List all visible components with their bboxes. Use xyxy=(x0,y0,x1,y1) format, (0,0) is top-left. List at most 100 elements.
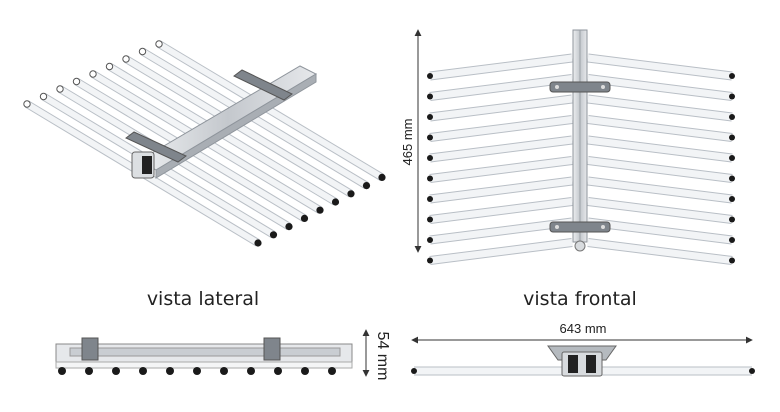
side-bracket-right xyxy=(263,337,281,361)
iso-rod-cap xyxy=(316,206,324,214)
front-knob xyxy=(574,240,586,252)
top-rod-cap xyxy=(411,368,417,374)
front-rod-cap xyxy=(427,155,433,161)
front-rod-cap xyxy=(729,73,735,79)
front-rod-left xyxy=(429,94,573,122)
front-rod-right xyxy=(587,135,733,163)
depth-dimension-label: 54 mm xyxy=(374,332,391,381)
isometric-view xyxy=(23,40,386,247)
side-rod-bar xyxy=(55,361,353,369)
front-rod-left xyxy=(429,156,573,183)
front-rod-right xyxy=(587,156,733,183)
side-rod-cap xyxy=(166,367,174,375)
top-rod-cap xyxy=(749,368,755,374)
front-rod-right xyxy=(587,115,733,142)
front-rod-cap xyxy=(427,237,433,243)
front-screw xyxy=(555,85,559,89)
iso-rod-end xyxy=(72,77,81,86)
width-dimension-label: 643 mm xyxy=(560,321,607,336)
front-rod-left xyxy=(429,74,573,101)
iso-rod xyxy=(156,40,385,181)
iso-rail-side xyxy=(155,73,317,179)
side-rod-cap xyxy=(85,367,93,375)
front-rod-cap xyxy=(427,134,433,141)
front-rod-left xyxy=(429,217,573,245)
front-rod-left xyxy=(429,238,573,265)
side-rod-cap xyxy=(193,367,201,375)
front-rod-cap xyxy=(427,257,433,264)
front-rod-cap xyxy=(427,114,433,120)
height-dimension-label: 465 mm xyxy=(400,119,415,166)
front-rod-right xyxy=(587,238,733,265)
top-view xyxy=(411,345,755,377)
front-bracket-bottom xyxy=(549,221,611,233)
side-rod-cap xyxy=(220,367,228,375)
iso-rod-end xyxy=(56,85,64,93)
iso-rod-cap xyxy=(362,182,371,190)
front-rod-cap xyxy=(729,114,735,120)
height-dimension: 465 mm xyxy=(400,29,422,253)
front-rod-cap xyxy=(427,196,433,202)
front-rod-right xyxy=(587,217,733,245)
iso-rod-end xyxy=(39,92,48,101)
side-rail-inner xyxy=(69,347,341,357)
front-rod-cap xyxy=(729,257,735,264)
iso-bracket-front xyxy=(125,131,187,163)
front-rod-left xyxy=(429,176,573,204)
side-rod-cap xyxy=(328,367,336,375)
iso-rod-cap xyxy=(331,198,340,206)
iso-rod-end xyxy=(155,40,163,48)
front-rod-cap xyxy=(427,73,433,79)
side-view xyxy=(55,337,353,375)
lateral-view-label: vista lateral xyxy=(147,288,259,310)
front-rod-left xyxy=(429,135,573,163)
front-rod-cap xyxy=(729,134,735,141)
iso-rod-cap xyxy=(300,214,309,222)
front-view xyxy=(427,29,735,265)
top-mount-slot-right xyxy=(586,355,596,373)
front-rod-left xyxy=(429,197,573,224)
front-rod-cap xyxy=(729,93,735,100)
front-rod-cap xyxy=(427,175,433,182)
iso-rod-cap xyxy=(378,173,386,181)
side-rod-cap xyxy=(247,367,255,375)
front-rod-cap xyxy=(729,196,735,202)
iso-rod-cap xyxy=(347,190,355,198)
front-rod-left xyxy=(429,53,573,81)
front-screw xyxy=(555,225,559,229)
front-rod-right xyxy=(587,197,733,224)
front-rod-cap xyxy=(729,216,735,223)
front-rod-cap xyxy=(729,155,735,161)
depth-dimension: 54 mm xyxy=(362,329,391,381)
front-screw xyxy=(601,225,605,229)
front-rod-right xyxy=(587,94,733,122)
iso-rod-cap xyxy=(254,239,262,247)
iso-rod-end xyxy=(89,70,97,78)
width-dimension: 643 mm xyxy=(411,321,753,344)
top-mount-slot-left xyxy=(568,355,578,373)
front-rod-cap xyxy=(427,216,433,223)
front-rod-right xyxy=(587,74,733,101)
side-rod-cap xyxy=(274,367,282,375)
side-rod-cap xyxy=(58,367,66,375)
frontal-view-label: vista frontal xyxy=(523,288,637,310)
iso-rod-end xyxy=(138,47,147,56)
iso-rod-cap xyxy=(269,231,278,239)
iso-rod-end xyxy=(23,100,31,108)
side-rod-cap xyxy=(139,367,147,375)
side-bracket-left xyxy=(81,337,99,361)
iso-rod-cap xyxy=(285,223,293,231)
front-bracket-top xyxy=(549,81,611,93)
front-rod-cap xyxy=(729,237,735,243)
side-rod-cap xyxy=(112,367,120,375)
front-rod-left xyxy=(429,115,573,142)
iso-rod-end xyxy=(122,55,130,63)
iso-rod-end xyxy=(105,62,114,71)
front-rod-right xyxy=(587,176,733,204)
front-screw xyxy=(601,85,605,89)
front-rod-cap xyxy=(729,175,735,182)
iso-mount-slot xyxy=(142,156,152,174)
iso-bracket-back xyxy=(233,69,293,101)
front-rod-right xyxy=(587,53,733,81)
